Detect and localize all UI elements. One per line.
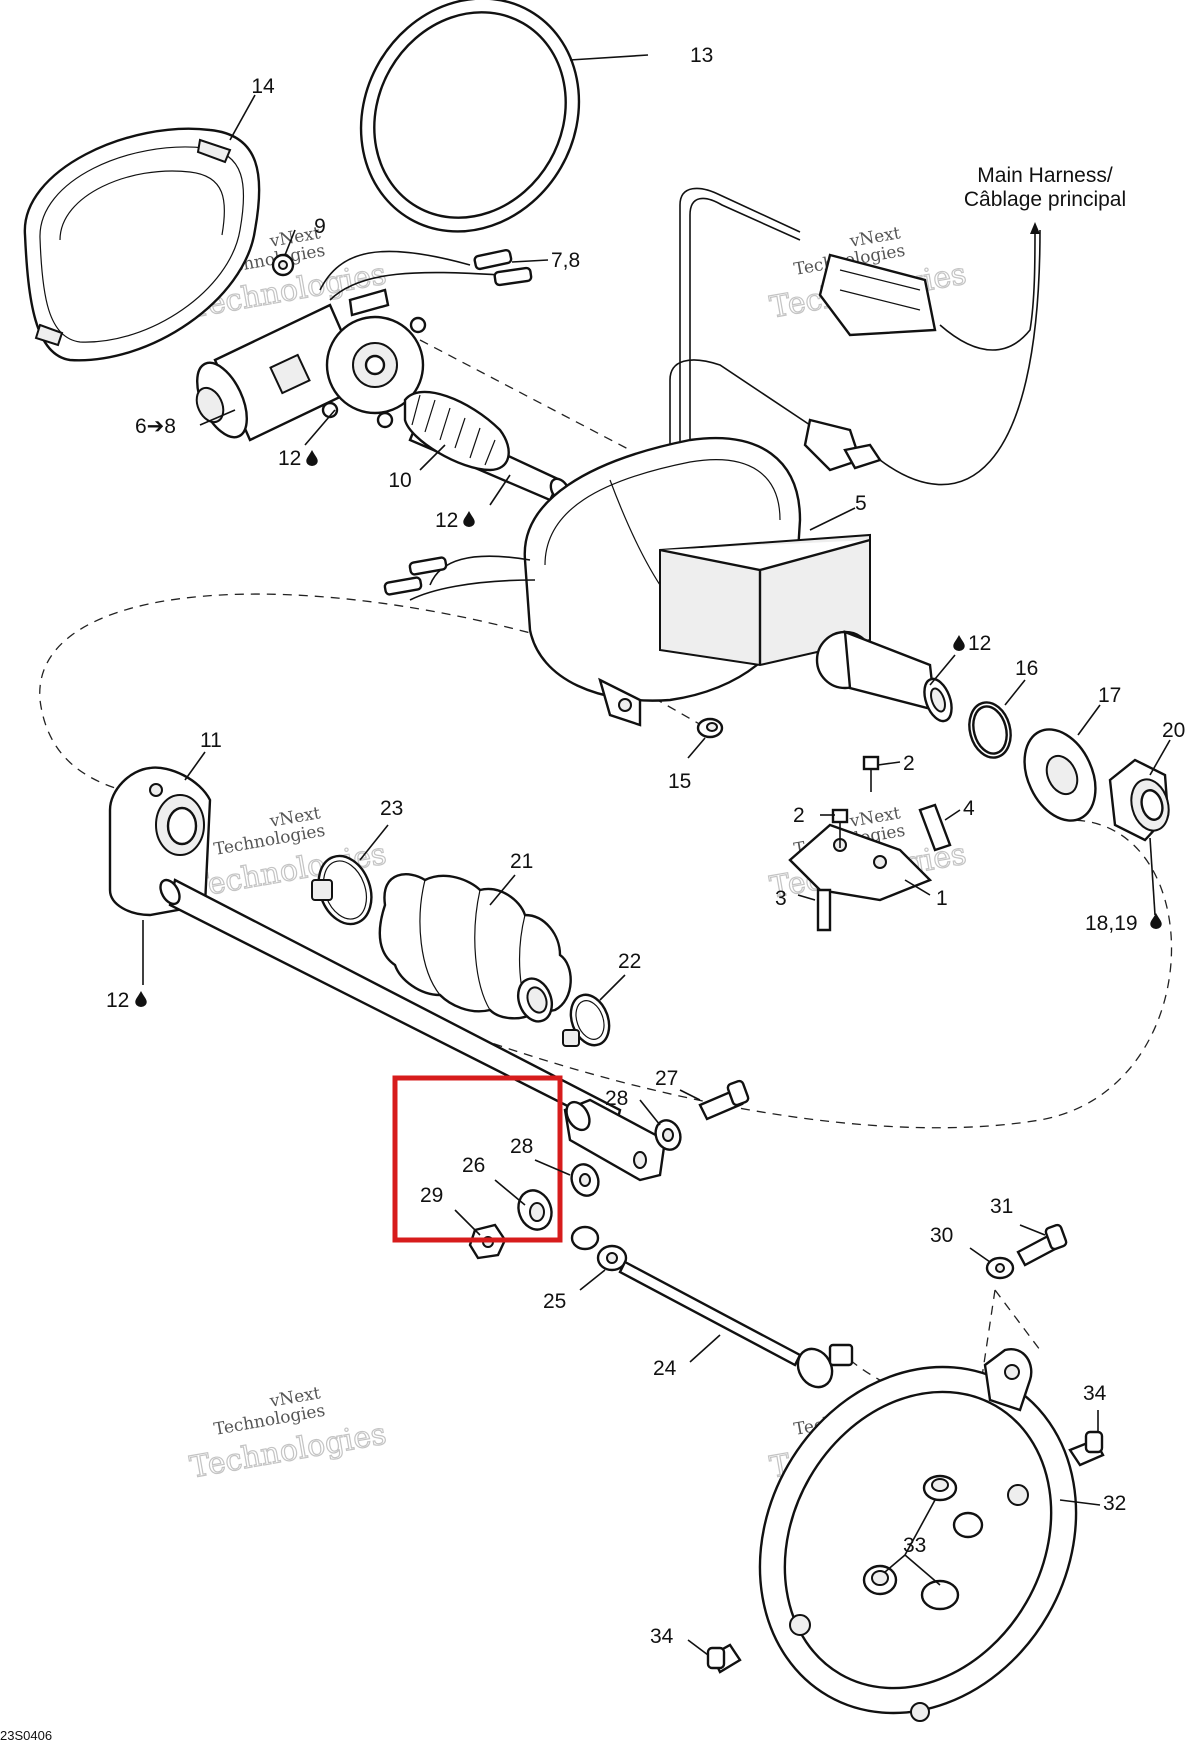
figure-code: 23S0406 <box>0 1728 52 1743</box>
callout-18-19: 18,19 <box>1085 912 1138 935</box>
part-17-washer <box>1023 728 1097 822</box>
oil-drop-icon <box>953 635 965 651</box>
callout-12-shaft: 12 <box>968 632 991 655</box>
callout-34-bottom: 34 <box>650 1625 674 1648</box>
part-28-washer-top <box>654 1119 682 1151</box>
part-6-motor <box>195 288 427 442</box>
part-16-o-ring <box>968 701 1012 759</box>
callout-23: 23 <box>380 797 403 820</box>
part-13-gasket <box>359 0 581 233</box>
callout-28-box: 28 <box>510 1135 533 1158</box>
callout-13: 13 <box>690 44 713 67</box>
part-34-screws <box>706 1430 1105 1674</box>
callout-17: 17 <box>1098 684 1121 707</box>
part-25-nuts <box>570 1225 628 1272</box>
highlight-box <box>392 1075 563 1243</box>
callout-12-worm: 12 <box>435 509 458 532</box>
part-7-8-connectors <box>319 248 533 301</box>
oil-drop-icon <box>1150 913 1162 929</box>
callout-4: 4 <box>963 797 975 820</box>
callout-9: 9 <box>314 215 326 238</box>
arrow-up-icon <box>1030 222 1040 234</box>
callout-12-motor: 12 <box>278 447 301 470</box>
callout-27: 27 <box>655 1067 678 1090</box>
callout-1: 1 <box>936 887 948 910</box>
part-5-actuator-housing <box>383 436 953 727</box>
callout-15: 15 <box>668 770 691 793</box>
harness-label-line2: Câblage principal <box>964 188 1126 211</box>
callout-labels: 14 13 9 7,8 6➔8 12 10 12 5 12 16 17 20 1… <box>0 44 1185 1743</box>
callout-14: 14 <box>251 75 275 98</box>
part-11-tube <box>108 766 622 1132</box>
part-33-bushings <box>862 1474 984 1611</box>
callout-26: 26 <box>462 1154 485 1177</box>
part-22-clamp <box>562 993 611 1047</box>
callout-2-left: 2 <box>793 804 805 827</box>
callout-32: 32 <box>1103 1492 1126 1515</box>
part-clevis <box>563 1098 667 1182</box>
part-27-bolt <box>698 1079 750 1121</box>
callout-3: 3 <box>775 887 787 910</box>
callout-16: 16 <box>1015 657 1038 680</box>
callout-20: 20 <box>1162 719 1185 742</box>
callout-25: 25 <box>543 1290 566 1313</box>
callout-22: 22 <box>618 950 641 973</box>
part-2-screw <box>831 755 880 848</box>
callout-34-top: 34 <box>1083 1382 1107 1405</box>
oil-drop-icon <box>135 991 147 1007</box>
callout-24: 24 <box>653 1357 677 1380</box>
part-21-bellows-boot <box>378 873 572 1023</box>
harness-label-line1: Main Harness/ <box>977 164 1113 187</box>
part-24-rod <box>618 1260 854 1389</box>
callout-11: 11 <box>200 729 222 752</box>
callout-33: 33 <box>903 1534 926 1557</box>
callout-7-8: 7,8 <box>551 249 580 272</box>
part-14-mirror-housing <box>23 127 261 362</box>
callout-10: 10 <box>388 469 411 492</box>
callout-6-8: 6➔8 <box>135 415 176 438</box>
part-30-washer <box>985 1256 1015 1280</box>
callout-29: 29 <box>420 1184 443 1207</box>
callout-30: 30 <box>930 1224 953 1247</box>
oil-drop-icon <box>463 511 475 527</box>
oil-drop-icon <box>306 450 318 466</box>
part-4-key <box>918 803 952 852</box>
part-32-ring <box>758 1348 1078 1722</box>
callout-2-top: 2 <box>903 752 915 775</box>
part-31-bolt <box>1016 1223 1068 1267</box>
callout-12-tube: 12 <box>106 989 129 1012</box>
callout-28-top: 28 <box>605 1087 628 1110</box>
part-10-worm-shaft <box>403 390 571 503</box>
part-3-pin <box>816 888 832 932</box>
part-26-bushing <box>517 1189 553 1231</box>
callout-21: 21 <box>510 850 533 873</box>
part-9-nut <box>271 253 295 277</box>
part-23-clamp <box>311 854 373 926</box>
main-harness <box>669 187 1041 530</box>
leader-lines <box>142 54 1171 1656</box>
part-15-grommet <box>696 717 724 739</box>
callout-31: 31 <box>990 1195 1013 1218</box>
part-20-nut <box>1108 758 1170 842</box>
part-28-washer-bottom <box>570 1163 600 1197</box>
callout-5: 5 <box>855 492 867 515</box>
